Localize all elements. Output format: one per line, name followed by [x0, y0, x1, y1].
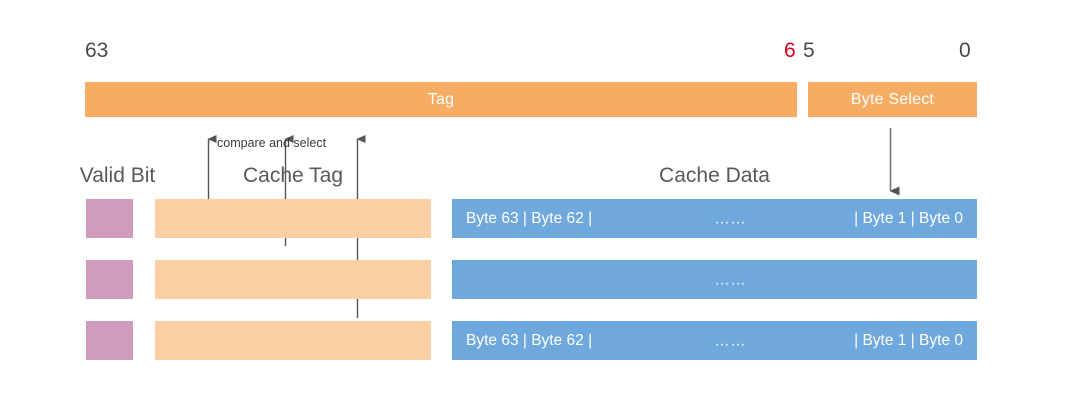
compare-and-select-label: compare and select: [217, 136, 327, 150]
cache-data-left-row-3: Byte 63 | Byte 62 |: [466, 331, 593, 349]
valid-bit-cell-row-3: [86, 321, 133, 360]
cache-tag-cell-row-1: [155, 199, 431, 238]
bit-label-5: 5: [803, 39, 815, 62]
cache-data-cell-row-2: ……: [452, 260, 977, 299]
cache-data-ellipsis-row-3: ……: [714, 332, 747, 349]
valid-bit-cell-row-1: [86, 199, 133, 238]
address-field-tag: Tag: [85, 82, 797, 117]
cache-data-cell-row-1: Byte 63 | Byte 62 | …… | Byte 1 | Byte 0: [452, 199, 977, 238]
cache-data-ellipsis-row-2: ……: [714, 271, 747, 288]
cache-tag-cell-row-2: [155, 260, 431, 299]
cache-data-right-row-3: | Byte 1 | Byte 0: [854, 331, 963, 349]
bit-label-0: 0: [959, 39, 971, 62]
cache-data-left-row-1: Byte 63 | Byte 62 |: [466, 209, 593, 227]
cache-data-cell-row-3: Byte 63 | Byte 62 | …… | Byte 1 | Byte 0: [452, 321, 977, 360]
heading-cache-tag: Cache Tag: [242, 164, 344, 187]
heading-valid-bit: Valid Bit: [79, 164, 156, 187]
cache-data-ellipsis-row-1: ……: [714, 210, 747, 227]
heading-cache-data: Cache Data: [659, 164, 770, 187]
address-field-byte-select: Byte Select: [808, 82, 977, 117]
bit-label-6: 6: [784, 39, 796, 62]
cache-data-right-row-1: | Byte 1 | Byte 0: [854, 209, 963, 227]
bit-label-63: 63: [85, 39, 109, 62]
valid-bit-cell-row-2: [86, 260, 133, 299]
cache-tag-cell-row-3: [155, 321, 431, 360]
